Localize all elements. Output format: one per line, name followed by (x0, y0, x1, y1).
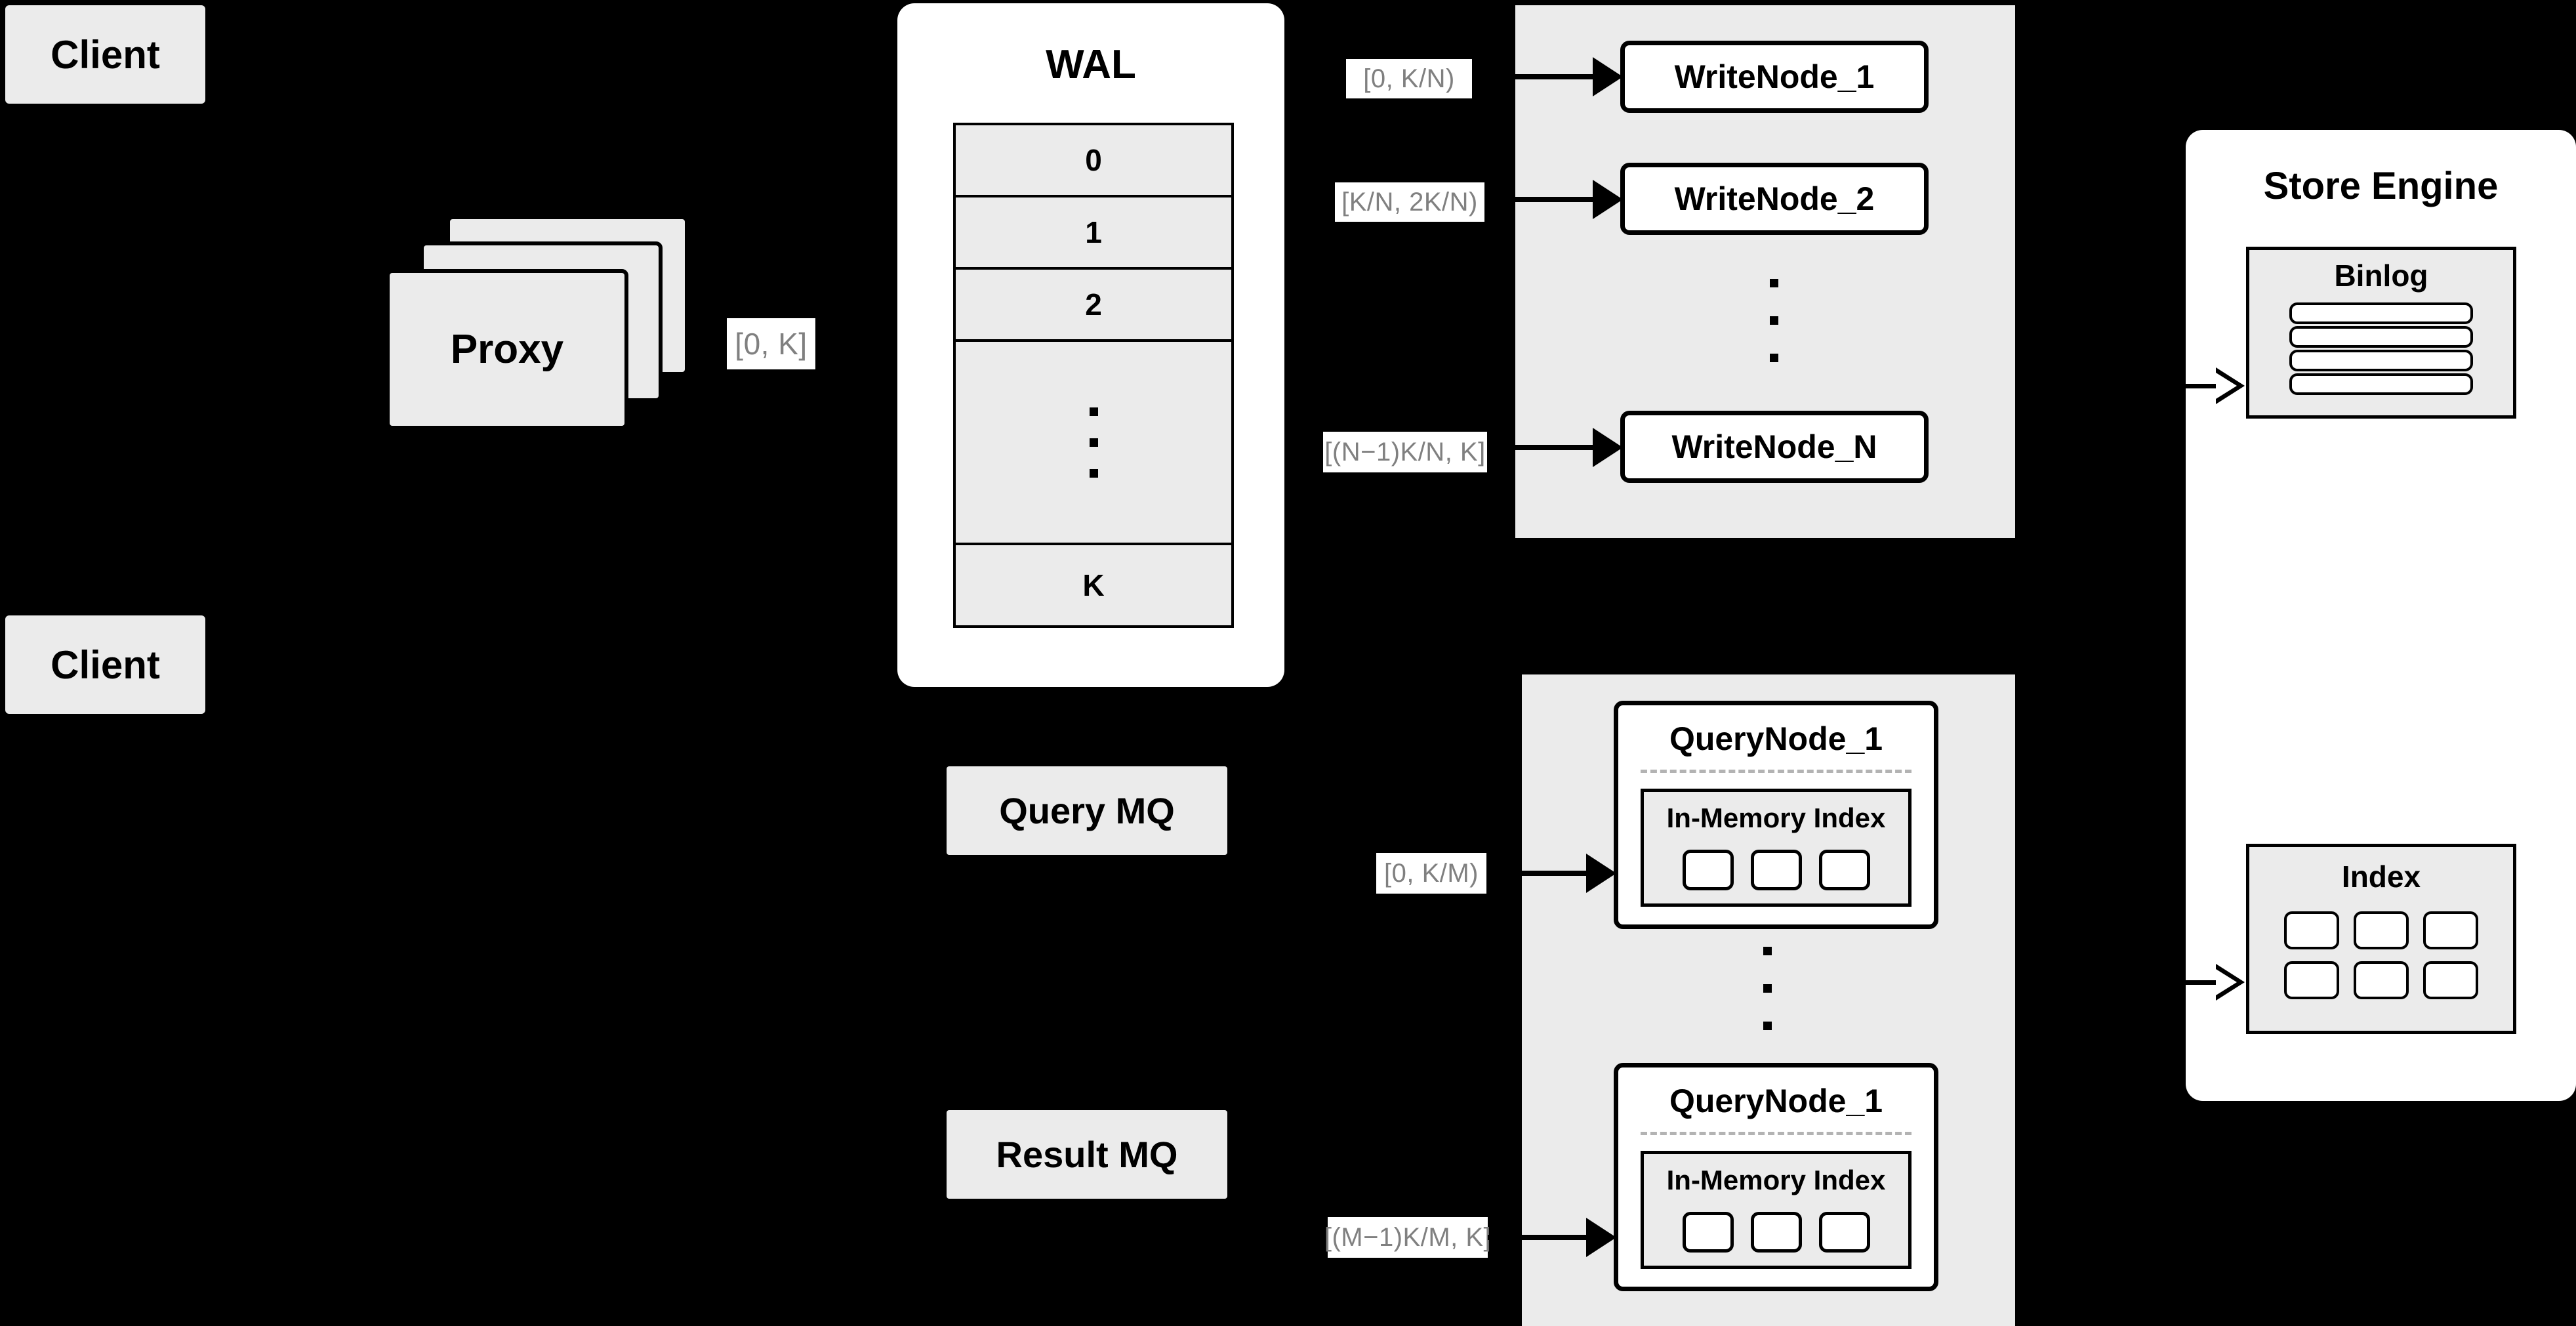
wal-panel: WAL 0 1 2 K (897, 3, 1284, 687)
index-title: Index (2341, 860, 2421, 894)
index-slot[interactable] (1750, 850, 1802, 890)
query-node-2-range-label: [(M−1)K/M, K] (1324, 1217, 1491, 1258)
in-memory-index-title: In-Memory Index (1666, 802, 1886, 833)
arrow-line-index (2186, 980, 2217, 985)
write-cluster-ellipsis (1770, 279, 1778, 362)
index-box: Index (2246, 844, 2516, 1034)
index-slot[interactable] (2423, 961, 2478, 999)
in-memory-index-title: In-Memory Index (1666, 1165, 1886, 1195)
query-node-1[interactable]: QueryNode_1 In-Memory Index (1614, 701, 1938, 929)
binlog-row[interactable] (2289, 350, 2473, 371)
query-node-2[interactable]: QueryNode_1 In-Memory Index (1614, 1063, 1938, 1291)
ellipsis-dot (1770, 279, 1778, 287)
index-slot[interactable] (2284, 911, 2339, 949)
arrow-line-write-2 (1484, 197, 1599, 202)
query-mq-box[interactable]: Query MQ (947, 766, 1227, 855)
wal-row[interactable]: 1 (956, 197, 1231, 270)
store-engine-title: Store Engine (2263, 165, 2499, 207)
arrow-line-write-1 (1475, 74, 1599, 79)
index-slot[interactable] (1682, 850, 1734, 890)
query-node-title: QueryNode_1 (1669, 1083, 1883, 1119)
arrow-line-query-2 (1488, 1235, 1593, 1240)
ellipsis-dot (1763, 1022, 1772, 1030)
arrow-head-binlog (2216, 367, 2245, 404)
client-label: Client (51, 32, 160, 77)
in-memory-index-box: In-Memory Index (1640, 789, 1912, 907)
ellipsis-dot (1089, 438, 1098, 447)
arrow-head-write-n (1593, 428, 1623, 467)
ellipsis-dot (1089, 407, 1098, 416)
query-node-1-range-label: [0, K/M) (1376, 853, 1486, 894)
client-box-1[interactable]: Client (5, 5, 205, 104)
wal-row[interactable]: 2 (956, 270, 1231, 342)
ellipsis-dot (1089, 468, 1098, 478)
client-box-2[interactable]: Client (5, 615, 205, 714)
write-node-2[interactable]: WriteNode_2 (1620, 163, 1929, 235)
write-node-2-range-label: [K/N, 2K/N) (1335, 182, 1484, 222)
query-node-separator (1640, 1132, 1912, 1135)
in-memory-index-slots (1682, 850, 1870, 890)
query-node-separator (1640, 770, 1912, 773)
ellipsis-dot (1763, 947, 1772, 955)
index-slot[interactable] (2423, 911, 2478, 949)
result-mq-box[interactable]: Result MQ (947, 1110, 1227, 1199)
ellipsis-dot (1770, 354, 1778, 362)
proxy-box[interactable]: Proxy (386, 269, 628, 430)
ellipsis-dot (1770, 316, 1778, 325)
binlog-row[interactable] (2289, 302, 2473, 324)
index-slot[interactable] (1682, 1212, 1734, 1253)
query-cluster-ellipsis (1763, 947, 1772, 1030)
index-slot[interactable] (2284, 961, 2339, 999)
binlog-box: Binlog (2246, 247, 2516, 419)
binlog-row[interactable] (2289, 373, 2473, 395)
arrow-line-binlog (2186, 384, 2217, 388)
arrow-head-write-2 (1593, 180, 1623, 219)
write-node-n-range-label: [(N−1)K/N, K] (1323, 432, 1487, 472)
index-slot[interactable] (1750, 1212, 1802, 1253)
write-node-n[interactable]: WriteNode_N (1620, 411, 1929, 483)
binlog-title: Binlog (2334, 259, 2428, 293)
binlog-row[interactable] (2289, 326, 2473, 348)
store-engine-panel: Store Engine Binlog Index (2186, 130, 2576, 1101)
arrow-line-write-n (1487, 445, 1599, 450)
wal-row[interactable]: K (956, 545, 1231, 625)
wal-title: WAL (1046, 42, 1136, 87)
wal-row[interactable]: 0 (956, 125, 1231, 197)
arrow-head-query-1 (1586, 854, 1616, 893)
in-memory-index-slots (1682, 1212, 1870, 1253)
wal-table: 0 1 2 K (953, 123, 1234, 628)
write-node-1-range-label: [0, K/N) (1346, 59, 1472, 98)
ellipsis-dot (1763, 984, 1772, 993)
query-node-title: QueryNode_1 (1669, 720, 1883, 757)
proxy-label: Proxy (450, 327, 564, 372)
write-node-1[interactable]: WriteNode_1 (1620, 41, 1929, 113)
arrow-head-query-2 (1586, 1218, 1616, 1257)
arrow-line-query-1 (1486, 871, 1593, 876)
client-label: Client (51, 642, 160, 687)
index-slot[interactable] (2354, 911, 2409, 949)
arrow-head-index (2216, 964, 2245, 1001)
wal-row-ellipsis (956, 342, 1231, 545)
proxy-range-label: [0, K] (727, 318, 815, 369)
in-memory-index-box: In-Memory Index (1640, 1151, 1912, 1269)
arrow-head-write-1 (1593, 57, 1623, 96)
index-slot[interactable] (2354, 961, 2409, 999)
index-slot[interactable] (1818, 850, 1870, 890)
index-slot[interactable] (1818, 1212, 1870, 1253)
